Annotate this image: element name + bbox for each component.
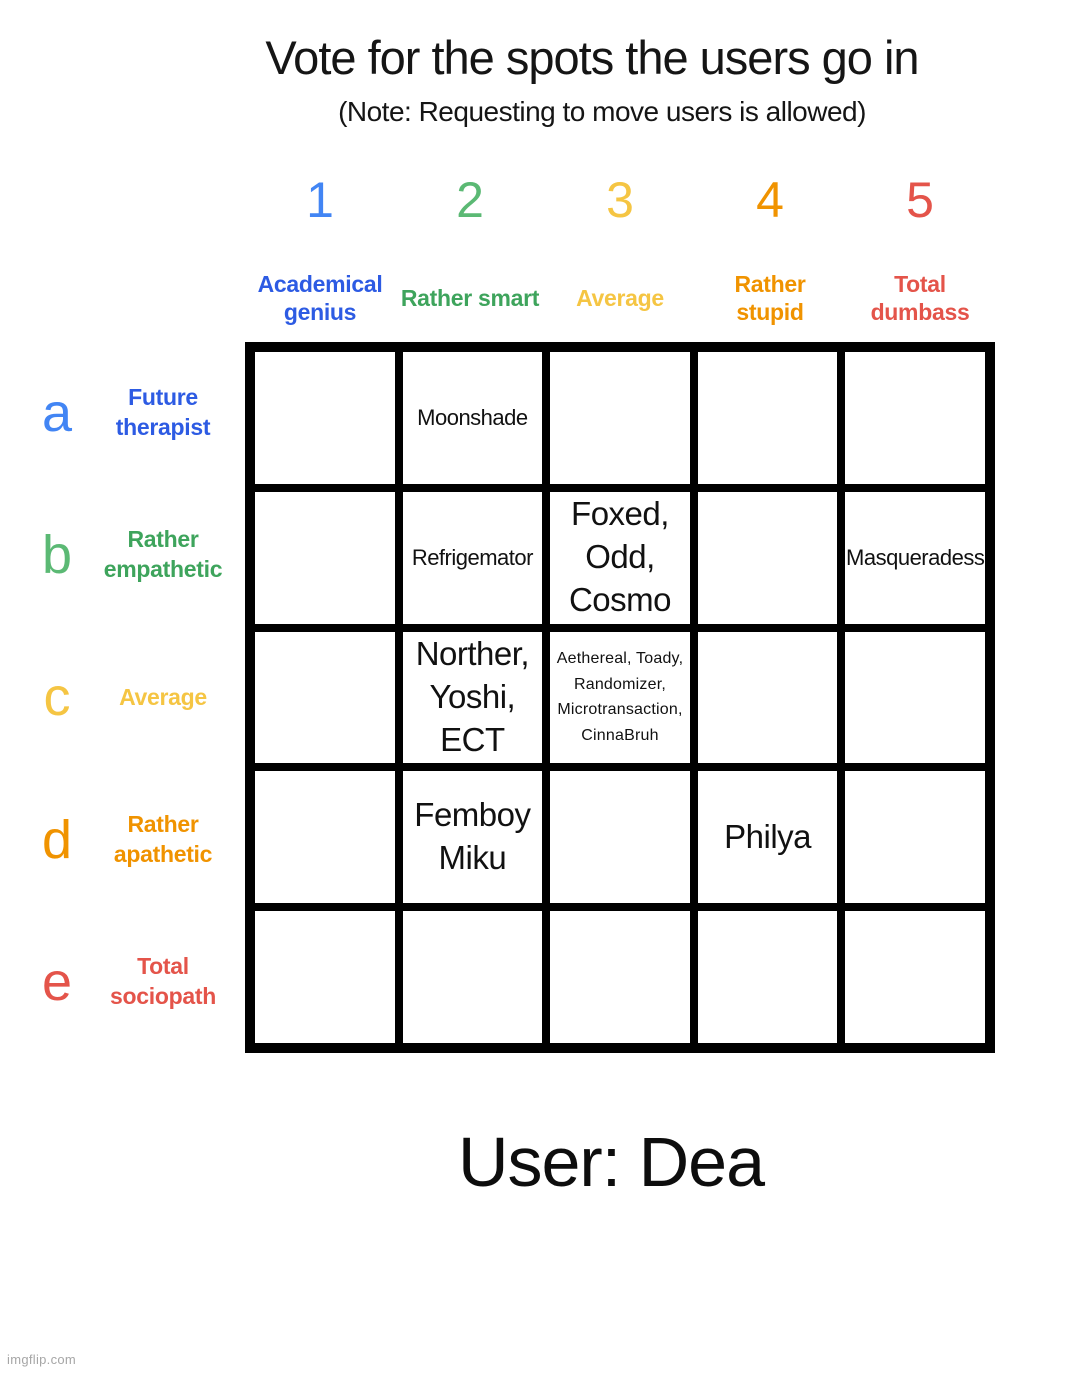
- column-number-5: 5: [906, 172, 934, 228]
- row-letter-d: d: [41, 809, 73, 870]
- row-letter-a: a: [41, 383, 73, 444]
- column-number-2: 2: [456, 172, 484, 228]
- column-number-4: 4: [756, 172, 784, 228]
- column-label-4: Rather stupid: [734, 270, 806, 325]
- column-label-2: Rather smart: [400, 284, 540, 311]
- row-header-b: b Rather empathetic: [28, 484, 240, 626]
- row-headers: a Future therapist b Rather empathetic c Aver…: [28, 342, 240, 1053]
- grid-cell-b2: Refrigemator: [402, 491, 543, 624]
- grid-cell-e3: [550, 911, 690, 1043]
- grid-cell-a1: [255, 352, 395, 484]
- page-subtitle: (Note: Requesting to move users is allow…: [338, 96, 866, 127]
- grid-cell-c1: [255, 631, 395, 764]
- cell-text-c2: Norther, Yoshi, ECT: [415, 635, 530, 758]
- row-header-a: a Future therapist: [28, 342, 240, 484]
- grid-cell-c5: [845, 631, 985, 764]
- cell-text-c3: Aethereal, Toady, Randomizer, Microtrans…: [556, 650, 684, 745]
- grid-cell-e4: [697, 911, 838, 1043]
- grid-cell-e2: [402, 911, 543, 1043]
- grid-cell-d2: Femboy Miku: [402, 771, 543, 904]
- grid-cell-e5: [845, 911, 985, 1043]
- grid-cell-a5: [845, 352, 985, 484]
- cell-text-b2: Refrigemator: [411, 544, 534, 570]
- column-number-3: 3: [606, 172, 634, 228]
- row-letter-b: b: [41, 525, 73, 586]
- cell-text-a2: Moonshade: [417, 404, 528, 430]
- grid-cell-c2: Norther, Yoshi, ECT: [402, 631, 543, 764]
- grid-cell-c4: [697, 631, 838, 764]
- cell-text-b3: Foxed, Odd, Cosmo: [568, 495, 672, 619]
- row-letter-e: e: [41, 951, 73, 1012]
- row-letter-c: c: [43, 667, 71, 728]
- row-label-c: Average: [119, 683, 207, 710]
- row-header-c: c Average: [28, 626, 240, 768]
- cell-text-d4: Philya: [724, 817, 812, 855]
- grid-cell-d4: Philya: [697, 771, 838, 904]
- grid-cell-d5: [845, 771, 985, 904]
- row-label-a: Future therapist: [115, 384, 211, 441]
- row-label-b: Rather empathetic: [103, 526, 223, 583]
- grid-cell-e1: [255, 911, 395, 1043]
- row-header-e: e Total sociopath: [28, 911, 240, 1053]
- row-label-e: Total sociopath: [110, 953, 216, 1009]
- row-label-d: Rather apathetic: [113, 810, 213, 867]
- column-label-5: Total dumbass: [870, 270, 970, 325]
- cell-text-d2: Femboy Miku: [414, 796, 531, 877]
- grid-cell-c3: Aethereal, Toady, Randomizer, Microtrans…: [550, 631, 690, 764]
- grid-cell-b1: [255, 491, 395, 624]
- column-label-3: Average: [576, 284, 664, 311]
- grid-cell-a4: [697, 352, 838, 484]
- imgflip-watermark: imgflip.com: [7, 1352, 77, 1367]
- grid-cell-d1: [255, 771, 395, 904]
- column-label-1: Academical genius: [257, 270, 383, 325]
- grid-cell-a2: Moonshade: [402, 352, 543, 484]
- grid-cell-d3: [550, 771, 690, 904]
- grid-cell-a3: [550, 352, 690, 484]
- cell-text-b5: Masqueradess: [846, 544, 985, 570]
- grid-cell-b4: [697, 491, 838, 624]
- grid-cell-b5: Masqueradess: [845, 491, 985, 624]
- row-header-d: d Rather apathetic: [28, 769, 240, 911]
- user-caption: User: Dea: [457, 1123, 765, 1201]
- page-title: Vote for the spots the users go in: [265, 31, 919, 84]
- column-number-1: 1: [306, 172, 334, 228]
- grid-cell-b3: Foxed, Odd, Cosmo: [550, 491, 690, 624]
